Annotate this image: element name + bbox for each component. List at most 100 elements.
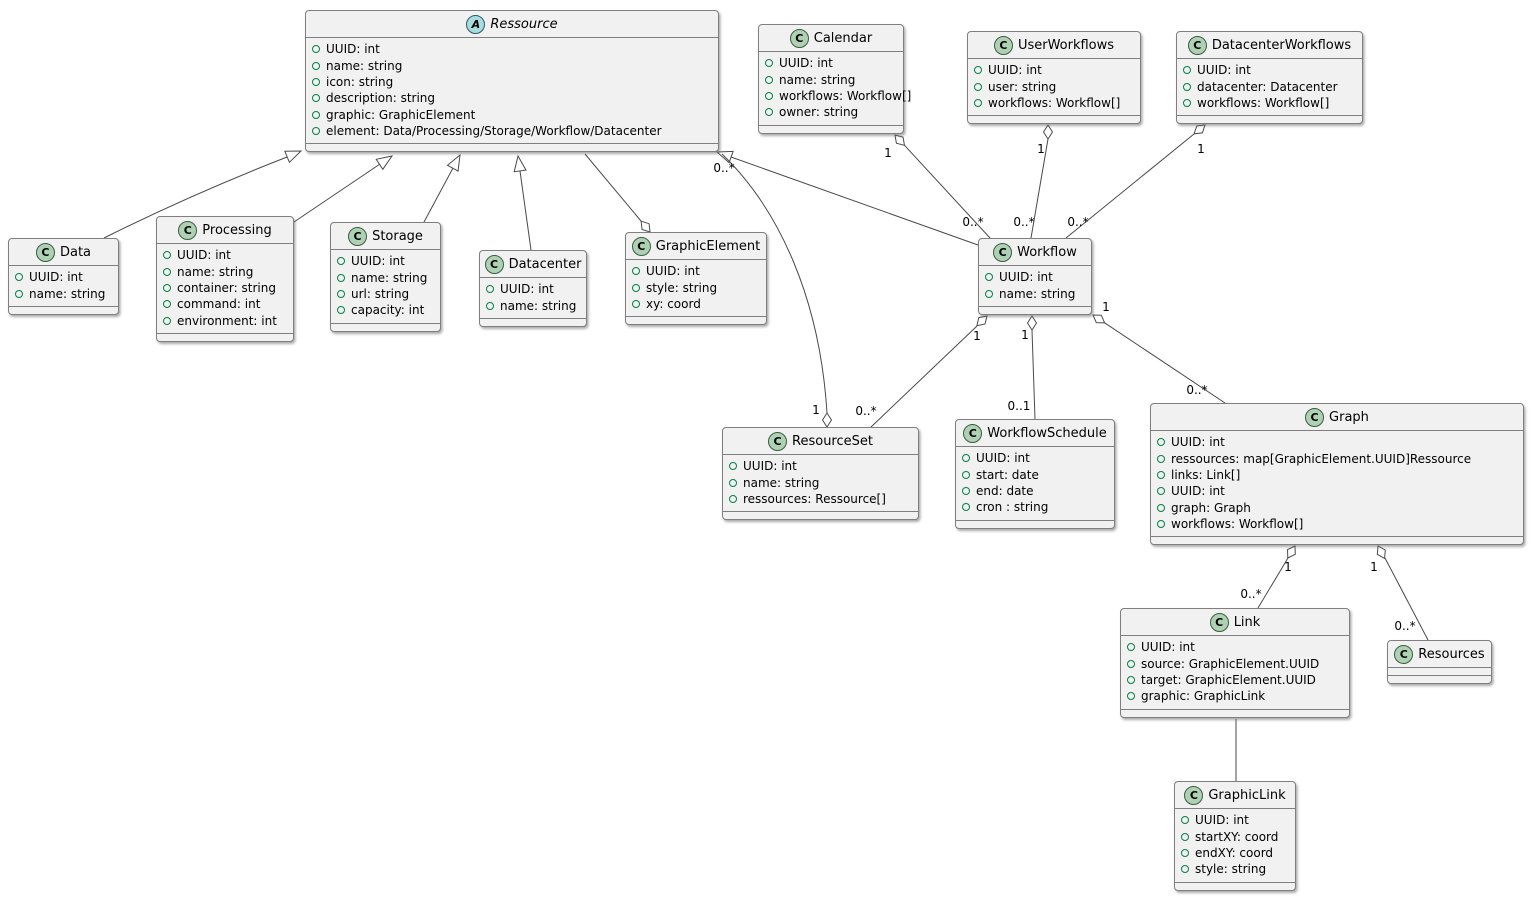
class-name: ResourceSet	[792, 433, 873, 449]
field-visibility-icon	[962, 454, 970, 463]
field-visibility-icon	[962, 486, 970, 495]
field-visibility-icon	[985, 289, 993, 298]
attribute: UUID: int	[306, 41, 718, 57]
class-name: WorkflowSchedule	[987, 425, 1107, 441]
methods-compartment	[956, 521, 1114, 528]
class-header: C Storage	[331, 223, 440, 250]
attribute: workflows: Workflow[]	[968, 95, 1140, 111]
class-icon: C	[35, 242, 55, 262]
class-icon: C	[1184, 785, 1204, 805]
methods-compartment	[1151, 537, 1523, 544]
methods-compartment	[979, 307, 1091, 314]
attribute: owner: string	[759, 104, 903, 120]
multiplicity-label: 0..*	[855, 404, 876, 418]
class-header: C ResourceSet	[723, 428, 918, 455]
class-header: C Data	[9, 239, 118, 266]
class-link: C Link UUID: int source: GraphicElement.…	[1120, 608, 1350, 718]
class-icon: C	[1209, 612, 1229, 632]
class-resources: C Resources	[1387, 640, 1492, 684]
class-name: Graph	[1329, 409, 1369, 425]
class-icon: C	[1187, 35, 1207, 55]
attribute: graphic: GraphicLink	[1121, 688, 1349, 704]
class-graphic-link: C GraphicLink UUID: int startXY: coord e…	[1174, 781, 1296, 891]
field-visibility-icon	[1181, 832, 1189, 841]
multiplicity-label: 1	[973, 329, 981, 343]
class-datacenter: C Datacenter UUID: int name: string	[479, 250, 587, 327]
attribute: style: string	[1175, 861, 1295, 877]
attributes-compartment: UUID: int name: string workflows: Workfl…	[759, 52, 911, 126]
attribute: UUID: int	[723, 458, 918, 474]
class-header: C Processing	[157, 217, 293, 244]
methods-compartment	[723, 512, 918, 519]
class-name: Resources	[1418, 646, 1485, 662]
class-header: C GraphicLink	[1175, 782, 1295, 809]
edge-workflow-extends-ressource	[730, 156, 979, 246]
field-visibility-icon	[765, 59, 773, 68]
class-data: C Data UUID: int name: string	[8, 238, 119, 315]
multiplicity-label: 0..*	[962, 215, 983, 229]
edge-workflow-graph	[1104, 322, 1226, 404]
class-header: C Calendar	[759, 25, 903, 52]
attribute: UUID: int	[1177, 62, 1362, 78]
methods-compartment	[306, 144, 718, 151]
field-visibility-icon	[974, 82, 982, 91]
methods-compartment	[1121, 710, 1349, 717]
field-visibility-icon	[15, 273, 23, 282]
field-visibility-icon	[163, 300, 171, 309]
field-visibility-icon	[1157, 503, 1165, 512]
attribute: name: string	[331, 269, 440, 285]
field-visibility-icon	[1127, 659, 1135, 668]
attribute: cron : string	[956, 499, 1114, 515]
attribute: ressources: map[GraphicElement.UUID]Ress…	[1151, 450, 1523, 466]
attribute: workflows: Workflow[]	[1151, 516, 1523, 532]
attributes-compartment: UUID: int user: string workflows: Workfl…	[968, 59, 1140, 117]
attribute: name: string	[9, 285, 118, 301]
attribute: UUID: int	[157, 247, 293, 263]
class-icon: C	[789, 28, 809, 48]
attributes-compartment: UUID: int start: date end: date cron : s…	[956, 447, 1114, 521]
class-icon: C	[484, 254, 504, 274]
field-visibility-icon	[1183, 66, 1191, 75]
attribute: element: Data/Processing/Storage/Workflo…	[306, 123, 718, 139]
attributes-compartment: UUID: int name: string	[480, 278, 586, 319]
attribute: source: GraphicElement.UUID	[1121, 655, 1349, 671]
edge-userworkflows-workflow	[1030, 138, 1049, 239]
attribute: description: string	[306, 90, 718, 106]
multiplicity-label: 1	[1021, 328, 1029, 342]
attribute: ressources: Ressource[]	[723, 491, 918, 507]
field-visibility-icon	[312, 61, 320, 70]
attributes-compartment: UUID: int ressources: map[GraphicElement…	[1151, 431, 1523, 538]
field-visibility-icon	[1157, 487, 1165, 496]
field-visibility-icon	[337, 257, 345, 266]
multiplicity-label: 0..*	[1240, 587, 1261, 601]
edge-data-extends-ressource	[103, 156, 288, 239]
attributes-compartment: UUID: int name: string ressources: Resso…	[723, 455, 918, 513]
attribute: capacity: int	[331, 302, 440, 318]
class-icon: C	[348, 226, 368, 246]
field-visibility-icon	[729, 478, 737, 487]
class-workflow: C Workflow UUID: int name: string	[978, 238, 1092, 315]
field-visibility-icon	[765, 75, 773, 84]
edge-resourceset-ressource	[721, 153, 828, 414]
attribute: UUID: int	[968, 62, 1140, 78]
multiplicity-label: 1	[1284, 560, 1292, 574]
aggregation-diamond-icon	[894, 134, 906, 146]
class-header: C Link	[1121, 609, 1349, 636]
attributes-compartment: UUID: int style: string xy: coord	[626, 260, 766, 318]
class-header: C Datacenter	[480, 251, 586, 278]
class-name: Workflow	[1017, 244, 1077, 260]
attribute: name: string	[723, 474, 918, 490]
methods-compartment	[759, 126, 903, 133]
field-visibility-icon	[163, 283, 171, 292]
edge-graph-link	[1257, 557, 1289, 609]
field-visibility-icon	[163, 251, 171, 260]
field-visibility-icon	[312, 77, 320, 86]
attribute: graphic: GraphicElement	[306, 107, 718, 123]
class-storage: C Storage UUID: int name: string url: st…	[330, 222, 441, 332]
attribute: UUID: int	[1151, 434, 1523, 450]
inheritance-arrow-icon	[375, 155, 394, 171]
edge-workflow-resourceset	[870, 325, 978, 428]
aggregation-diamond-icon	[1026, 315, 1038, 331]
methods-compartment	[480, 319, 586, 326]
